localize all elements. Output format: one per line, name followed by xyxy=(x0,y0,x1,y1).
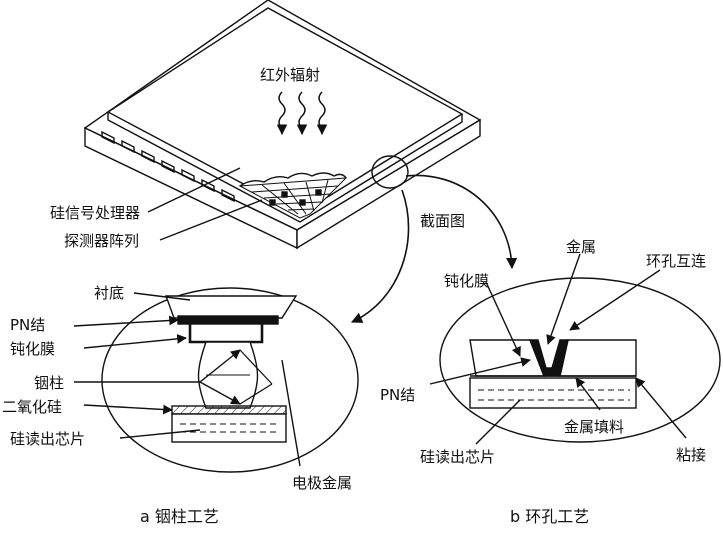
label-passivation-b: 钝化膜 xyxy=(444,272,489,290)
label-electrode: 电极金属 xyxy=(292,474,352,492)
label-ir: 红外辐射 xyxy=(260,66,320,84)
pn-junction-a xyxy=(177,315,279,325)
label-detector-array: 探测器阵列 xyxy=(64,232,139,250)
label-pn-a: PN结 xyxy=(10,316,45,334)
label-substrate: 衬底 xyxy=(94,284,124,302)
readout-cells xyxy=(101,130,235,203)
caption-a: a 铟柱工艺 xyxy=(140,507,219,526)
label-bonding: 粘接 xyxy=(676,446,706,464)
magnifier-circle xyxy=(371,155,409,189)
label-passivation-a: 钝化膜 xyxy=(10,340,55,358)
label-pn-b: PN结 xyxy=(380,386,415,404)
label-cross-section: 截面图 xyxy=(420,212,465,230)
ir-arrows xyxy=(276,91,328,136)
section-a-ellipse xyxy=(101,287,359,473)
label-si-processor: 硅信号处理器 xyxy=(50,204,140,222)
readout-chip-b xyxy=(469,377,637,409)
readout-chip-a xyxy=(171,413,287,443)
label-loop-interconnect: 环孔互连 xyxy=(646,252,706,270)
processor-plate-side xyxy=(296,118,481,250)
label-sio2: 二氧化硅 xyxy=(2,398,62,416)
label-indium-column: 铟柱 xyxy=(34,374,64,392)
fpa-3d-view xyxy=(83,0,518,323)
section-b-ellipse xyxy=(439,277,721,443)
section-a-indium-bump xyxy=(73,287,359,473)
caption-b: b 环孔工艺 xyxy=(510,507,589,526)
label-readout-b: 硅读出芯片 xyxy=(420,448,495,466)
label-readout-a: 硅读出芯片 xyxy=(10,430,85,448)
peeled-corner xyxy=(239,172,347,187)
substrate xyxy=(165,295,298,319)
labels: 红外辐射 硅信号处理器 探测器阵列 截面图 衬底 PN结 钝化膜 铟柱 二氧化硅… xyxy=(2,66,706,526)
label-metal-fill: 金属填料 xyxy=(564,418,624,436)
sio2-layer xyxy=(171,405,287,415)
label-metal: 金属 xyxy=(566,238,596,256)
section-b-loophole xyxy=(429,253,721,445)
